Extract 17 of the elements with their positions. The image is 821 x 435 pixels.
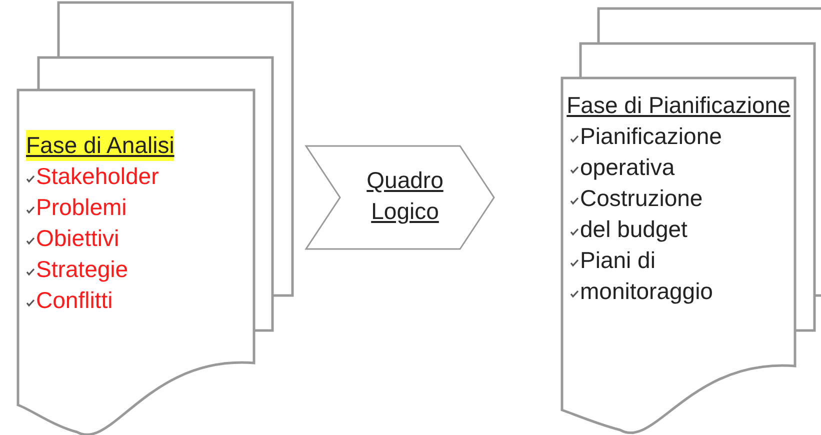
list-item: Pianificazione <box>580 122 722 151</box>
document-stack <box>562 78 795 435</box>
list-item: Piani di <box>580 246 656 275</box>
phase-heading: Fase di Pianificazione <box>566 91 792 120</box>
document-stack <box>18 90 254 435</box>
step-label: Quadro Logico <box>366 167 444 224</box>
list-item: Conflitti <box>36 286 113 315</box>
phase-heading: Fase di Analisi <box>26 130 174 161</box>
list-item: Obiettivi <box>36 224 120 253</box>
list-item: del budget <box>580 215 688 244</box>
list-item: Problemi <box>36 193 127 222</box>
chevron-shape <box>305 145 495 250</box>
list-item: monitoraggio <box>580 277 713 306</box>
list-item: operativa <box>580 153 675 182</box>
list-item: Costruzione <box>580 184 703 213</box>
list-item: Stakeholder <box>36 162 159 191</box>
list-item: Strategie <box>36 255 128 284</box>
